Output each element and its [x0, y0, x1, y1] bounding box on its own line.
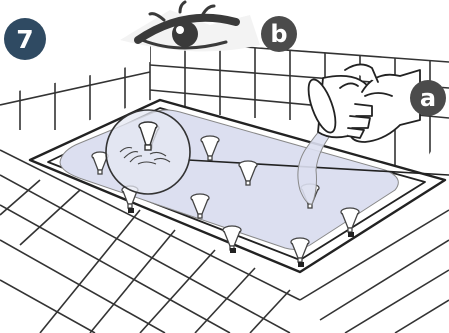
callout-badge-b: b — [261, 16, 297, 52]
callout-badge-a: a — [410, 80, 446, 116]
step-number-badge: 7 — [4, 18, 46, 60]
hand-pouring-cup-icon — [303, 64, 420, 142]
magnifier-lens-icon — [106, 110, 190, 194]
eye-icon — [120, 2, 260, 51]
